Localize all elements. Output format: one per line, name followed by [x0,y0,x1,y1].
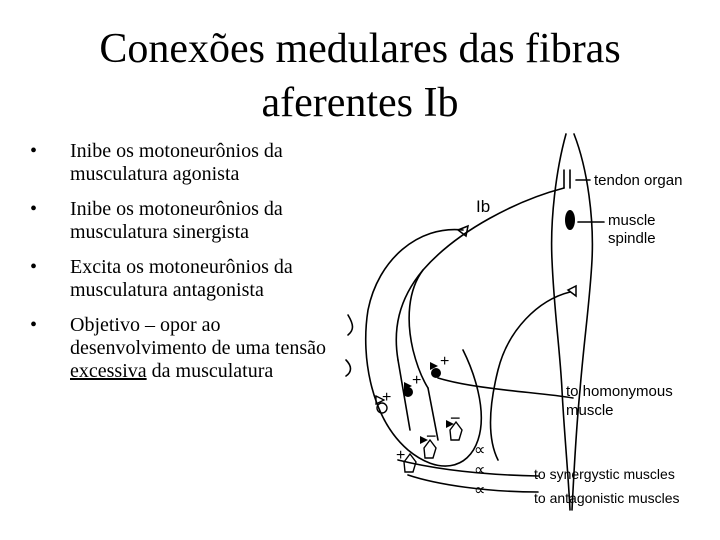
bullet-list: Inibe os motoneurônios da musculatura ag… [30,140,350,395]
title-line-2: aferentes Ib [261,80,459,126]
receptor-triangle-icon [566,284,577,298]
antagonistic-axon [407,474,539,493]
ib-afferent-diagram: + + + + − − ∝ ∝ ∝ Ib tendon organ muscle… [345,133,682,511]
bullet-item: Inibe os motoneurônios da musculatura ag… [30,140,350,186]
muscle-outline [571,133,594,511]
branch-line [427,387,439,441]
slide-title: Conexões medulares das fibras aferentes … [0,22,720,130]
synapse-terminal-icon [430,362,438,370]
plus-sign: + [396,447,405,464]
minus-sign: − [450,408,461,428]
loop-fiber [365,228,483,467]
plus-sign: + [440,353,449,370]
receptor-triangle-icon [456,224,470,238]
interneuron-icon [403,387,413,397]
muscle-spindle-label: spindle [608,230,656,247]
ib-fiber [395,187,565,361]
spindle-fiber [489,291,571,461]
interneuron-icon [431,368,441,378]
bullet-item: Objetivo – opor ao desenvolvimento de um… [30,314,350,383]
bullet-text-before: Objetivo – opor ao desenvolvimento de um… [70,314,327,359]
bullet-text: Inibe os motoneurônios da musculatura ag… [70,140,283,185]
homonymous-axon [437,377,574,399]
synapse-terminal-icon [446,420,454,428]
synergystic-axon [397,459,539,477]
bullet-text: Excita os motoneurônios da musculatura a… [70,256,293,301]
bullet-text-after: da musculatura [146,360,274,382]
alpha-sign: ∝ [474,482,485,499]
synapse-terminal-icon [404,382,412,390]
ib-branch [408,269,429,389]
plus-sign: + [412,372,421,389]
plus-sign: + [382,389,391,406]
alpha-sign: ∝ [474,442,485,459]
tendon-organ-label: tendon organ [594,172,682,189]
bullet-item: Excita os motoneurônios da musculatura a… [30,256,350,302]
motoneuron-icon [449,420,463,441]
bullet-text: Inibe os motoneurônios da musculatura si… [70,198,283,243]
minus-sign: − [426,426,437,446]
bullet-text-underlined: excessiva [70,360,147,382]
synergystic-label: to synergystic muscles [534,466,675,482]
motoneuron-icon [423,438,437,459]
antagonistic-label: to antagonistic muscles [534,490,680,506]
spinal-cord-edge [347,314,354,336]
bullet-item: Inibe os motoneurônios da musculatura si… [30,198,350,244]
homonymous-label: muscle [566,402,614,419]
spinal-cord-edge [345,359,352,377]
homonymous-label: to homonymous [566,383,673,400]
synapse-terminal-icon [375,394,386,406]
alpha-sign: ∝ [474,462,485,479]
motoneuron-icon [403,452,417,473]
synapse-terminal-icon [420,436,428,444]
muscle-outline [550,133,571,511]
ib-label: Ib [476,197,490,216]
interneuron-icon [376,402,388,414]
muscle-spindle-icon [565,210,575,230]
title-line-1: Conexões medulares das fibras [99,26,621,72]
muscle-spindle-label: muscle [608,212,656,229]
